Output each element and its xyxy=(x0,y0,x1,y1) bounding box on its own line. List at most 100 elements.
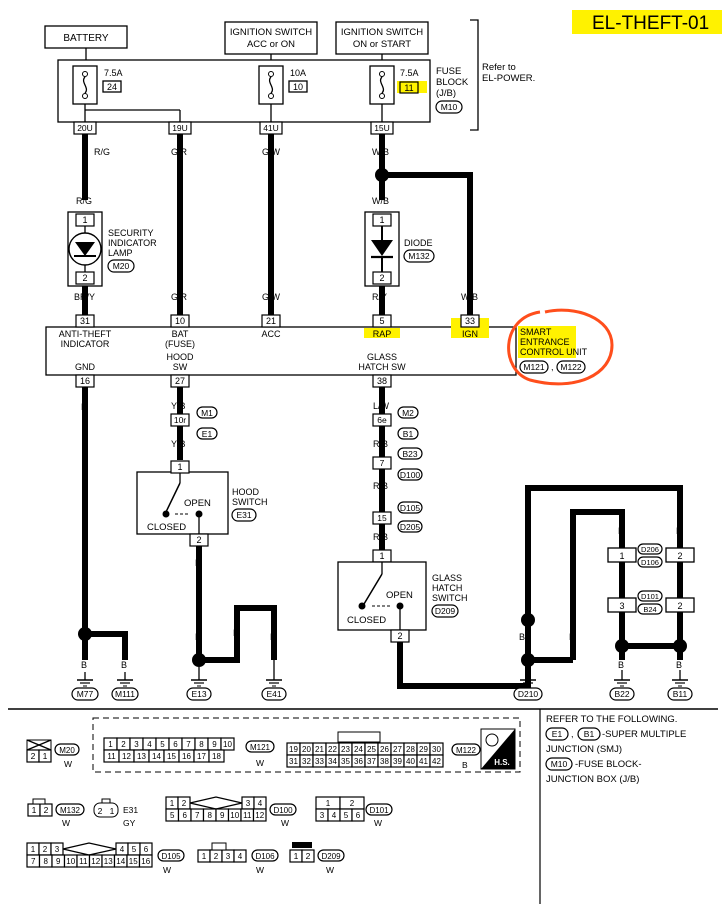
hood-switch-pin1: 1 xyxy=(177,462,182,472)
glass-conn-d100: D100 xyxy=(400,470,421,480)
legend-hs-frame xyxy=(92,717,521,773)
legend-d209: 1 2 D209 W xyxy=(289,842,345,875)
label-wb-2: W/B xyxy=(372,196,389,206)
d209-pin-a: 1 xyxy=(294,851,299,861)
glass-switch-label-1: GLASS xyxy=(432,573,462,583)
unit-name-1: SMART xyxy=(520,327,552,337)
hood-conn-m1: M1 xyxy=(201,408,213,418)
label-yb-2: Y/B xyxy=(171,439,186,449)
d105-pin: 2 xyxy=(43,845,48,854)
glass-switch-label-2: HATCH xyxy=(432,583,462,593)
d100-pin: 6 xyxy=(183,811,188,820)
fuse-24-num: 24 xyxy=(107,82,117,92)
d101-pin: 5 xyxy=(344,811,349,820)
m122-pin: 34 xyxy=(328,757,337,766)
d105-key xyxy=(62,842,117,856)
unit-label-hood1: HOOD xyxy=(167,352,195,362)
hood-conn-e1: E1 xyxy=(202,429,213,439)
e31-color: GY xyxy=(123,818,136,828)
fuse-24: 7.5A 24 xyxy=(72,65,123,105)
glass-switch-closed: CLOSED xyxy=(347,615,386,626)
m121-cell xyxy=(208,749,225,763)
m121-color: W xyxy=(256,758,264,768)
lamp-label-1: SECURITY xyxy=(108,228,154,238)
m121-pin: 7 xyxy=(186,740,191,749)
d101-pin: 4 xyxy=(332,811,337,820)
d105-pin: 7 xyxy=(31,857,36,866)
unit-conn-m121: M121 xyxy=(523,362,545,372)
m122-pin: 22 xyxy=(328,745,337,754)
diode-label: DIODE xyxy=(404,238,433,248)
fuse-block-conn: M10 xyxy=(441,102,458,112)
unit-conn-m122: M122 xyxy=(560,362,582,372)
legend-e31: 2 1 E31 GY xyxy=(93,798,138,828)
refer-e1: E1 xyxy=(552,729,563,739)
term-20u: 20U xyxy=(77,123,93,133)
unit-term-21: 21 xyxy=(266,316,276,326)
ground-d210: D210 xyxy=(518,689,539,699)
d209-pin-b: 2 xyxy=(306,851,311,861)
d100-pin: 2 xyxy=(182,799,187,808)
right-pin-2: 2 xyxy=(677,551,682,561)
diode-pin2: 2 xyxy=(379,273,384,283)
fuse-11-amp: 7.5A xyxy=(400,68,419,78)
m122-pin: 24 xyxy=(354,745,363,754)
refer-block-title: REFER TO THE FOLLOWING. xyxy=(546,714,677,725)
m122-pin: 41 xyxy=(419,757,428,766)
d101-pin: 6 xyxy=(356,811,361,820)
fuse-10-num: 10 xyxy=(293,82,303,92)
d105-pin: 15 xyxy=(129,857,138,866)
m121-pin: 10 xyxy=(223,740,232,749)
d101-conn: D101 xyxy=(369,806,389,815)
hood-switch-open: OPEN xyxy=(184,498,211,509)
fuse-block-label-2: BLOCK xyxy=(436,77,469,88)
ign-on-label-2: ON or START xyxy=(353,39,411,50)
ign-on-label-1: IGNITION SWITCH xyxy=(341,27,423,38)
label-b-right: B xyxy=(569,632,575,642)
m122-cell xyxy=(429,754,444,768)
battery-label: BATTERY xyxy=(63,33,109,44)
d101-pin: 2 xyxy=(350,799,355,808)
m122-pin: 39 xyxy=(393,757,402,766)
label-b-gnd: B xyxy=(81,402,87,412)
d100-pin: 10 xyxy=(230,811,239,820)
ground-b22: B22 xyxy=(614,689,629,699)
d100-pin: 11 xyxy=(243,811,252,820)
fuse-block-label-3: (J/B) xyxy=(436,88,456,99)
d105-pin: 11 xyxy=(79,857,88,866)
m122-pin: 26 xyxy=(380,745,389,754)
unit-label-bat2: (FUSE) xyxy=(165,339,195,349)
d105-pin: 12 xyxy=(91,857,100,866)
right-conn-d101: D101 xyxy=(641,592,659,601)
m122-key xyxy=(337,731,381,743)
d100-pin: 1 xyxy=(170,799,175,808)
legend-m132: 1 2 M132 W xyxy=(27,798,85,828)
d105-pin: 14 xyxy=(116,857,125,866)
ground-e41: E41 xyxy=(266,689,281,699)
page-id: EL-THEFT-01 xyxy=(592,13,709,34)
unit-term-38: 38 xyxy=(377,376,387,386)
d106-pin: 2 xyxy=(214,852,219,861)
label-b-mid: B xyxy=(233,628,239,638)
fuse-24-amp: 7.5A xyxy=(104,68,123,78)
m132-color: W xyxy=(62,818,70,828)
label-b-m77: B xyxy=(81,660,87,670)
hood-switch: 1 OPEN CLOSED 2 xyxy=(136,460,229,547)
refer-jb-1: -FUSE BLOCK- xyxy=(575,759,642,770)
diode-conn: M132 xyxy=(408,251,430,261)
m121-pin: 1 xyxy=(108,740,113,749)
d100-pin: 8 xyxy=(208,811,213,820)
m121-cell xyxy=(220,737,235,751)
glass-junction-7: 7 xyxy=(380,458,385,468)
unit-term-10: 10 xyxy=(175,316,185,326)
legend-m20: 2 1 M20 W xyxy=(26,739,80,769)
d105-pin: 10 xyxy=(66,857,75,866)
label-rg: R/G xyxy=(94,147,110,157)
label-b-b11: B xyxy=(676,526,682,536)
m122-pin: 33 xyxy=(315,757,324,766)
label-rb-1: R/B xyxy=(373,439,388,449)
ground-m77: M77 xyxy=(77,689,94,699)
